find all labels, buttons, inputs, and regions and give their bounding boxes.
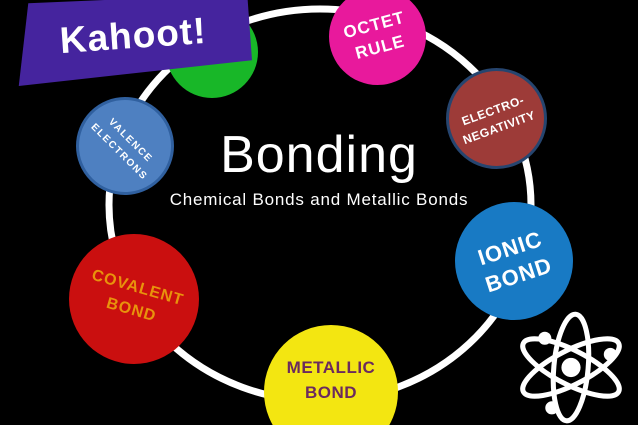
bubble-label: IONIC BOND	[473, 224, 555, 298]
bubble-ionic-bond: IONIC BOND	[455, 202, 573, 320]
atom-electron	[545, 401, 559, 415]
bubble-label: METALLIC BOND	[287, 355, 376, 406]
bubble-text-line: BOND	[304, 383, 358, 402]
title-block: Bonding Chemical Bonds and Metallic Bond…	[0, 126, 638, 210]
bubble-label: COVALENT BOND	[82, 264, 186, 335]
bubble-covalent-bond: COVALENT BOND	[69, 234, 199, 364]
bubble-electronegativity: ELECTRO- NEGATIVITY	[446, 68, 547, 169]
bubble-octet-rule: OCTET RULE	[329, 0, 426, 85]
bubble-label: OCTET RULE	[341, 6, 413, 67]
slide-title: Bonding	[220, 126, 418, 184]
bubble-text-line: METALLIC	[286, 357, 376, 377]
atom-nucleus	[561, 357, 581, 378]
atom-icon	[520, 311, 622, 424]
atom-electron	[538, 331, 552, 345]
bubble-valence-electrons: VALENCE ELECTRONS	[76, 97, 174, 195]
kahoot-logo-text: Kahoot!	[58, 9, 208, 62]
slide-subtitle: Chemical Bonds and Metallic Bonds	[169, 189, 469, 209]
atom-electron	[603, 347, 617, 361]
bubble-metallic-bond: METALLIC BOND	[264, 325, 398, 425]
